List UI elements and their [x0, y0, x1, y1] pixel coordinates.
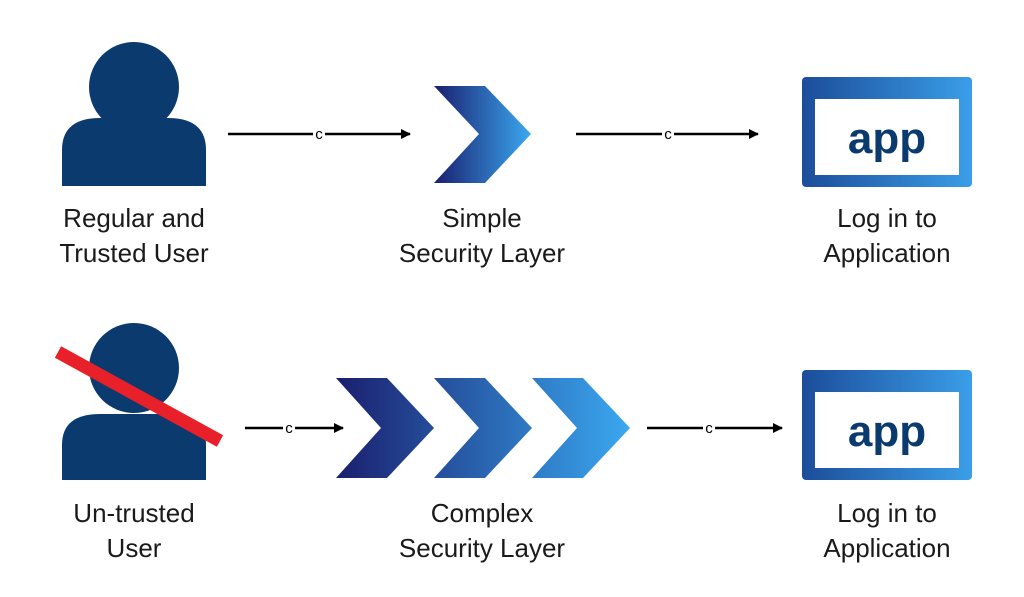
row-untrusted: Un-trusted User c Complex Security Layer… — [54, 323, 972, 563]
blocked-slash-icon — [54, 346, 224, 447]
app-window-icon: app — [802, 77, 972, 187]
arrow-security-to-app: c — [647, 420, 783, 437]
security-label-line-1: Complex — [431, 498, 534, 528]
row-trusted: Regular and Trusted User c Simple Securi… — [59, 42, 972, 268]
security-label-line-1: Simple — [442, 203, 521, 233]
app-label-line-2: Application — [823, 533, 950, 563]
app-label-line-2: Application — [823, 238, 950, 268]
chevron-icon — [336, 378, 630, 478]
user-label-line-1: Un-trusted — [73, 498, 194, 528]
arrow-mark: c — [705, 420, 713, 437]
person-icon — [62, 42, 206, 186]
app-window-icon: app — [802, 370, 972, 480]
user-label-line-2: Trusted User — [59, 238, 209, 268]
arrow-user-to-security: c — [228, 126, 411, 143]
arrow-mark: c — [664, 126, 672, 143]
arrow-security-to-app: c — [576, 126, 759, 143]
person-icon — [62, 323, 206, 480]
app-label-line-1: Log in to — [837, 498, 937, 528]
chevron-icon — [434, 86, 531, 183]
arrow-mark: c — [285, 420, 293, 437]
user-label-line-1: Regular and — [63, 203, 205, 233]
user-label-line-2: User — [107, 533, 162, 563]
security-label-line-2: Security Layer — [399, 238, 566, 268]
app-label-line-1: Log in to — [837, 203, 937, 233]
arrow-mark: c — [315, 126, 323, 143]
arrow-user-to-security: c — [245, 420, 344, 437]
security-label-line-2: Security Layer — [399, 533, 566, 563]
app-text: app — [848, 114, 926, 163]
app-text: app — [848, 407, 926, 456]
